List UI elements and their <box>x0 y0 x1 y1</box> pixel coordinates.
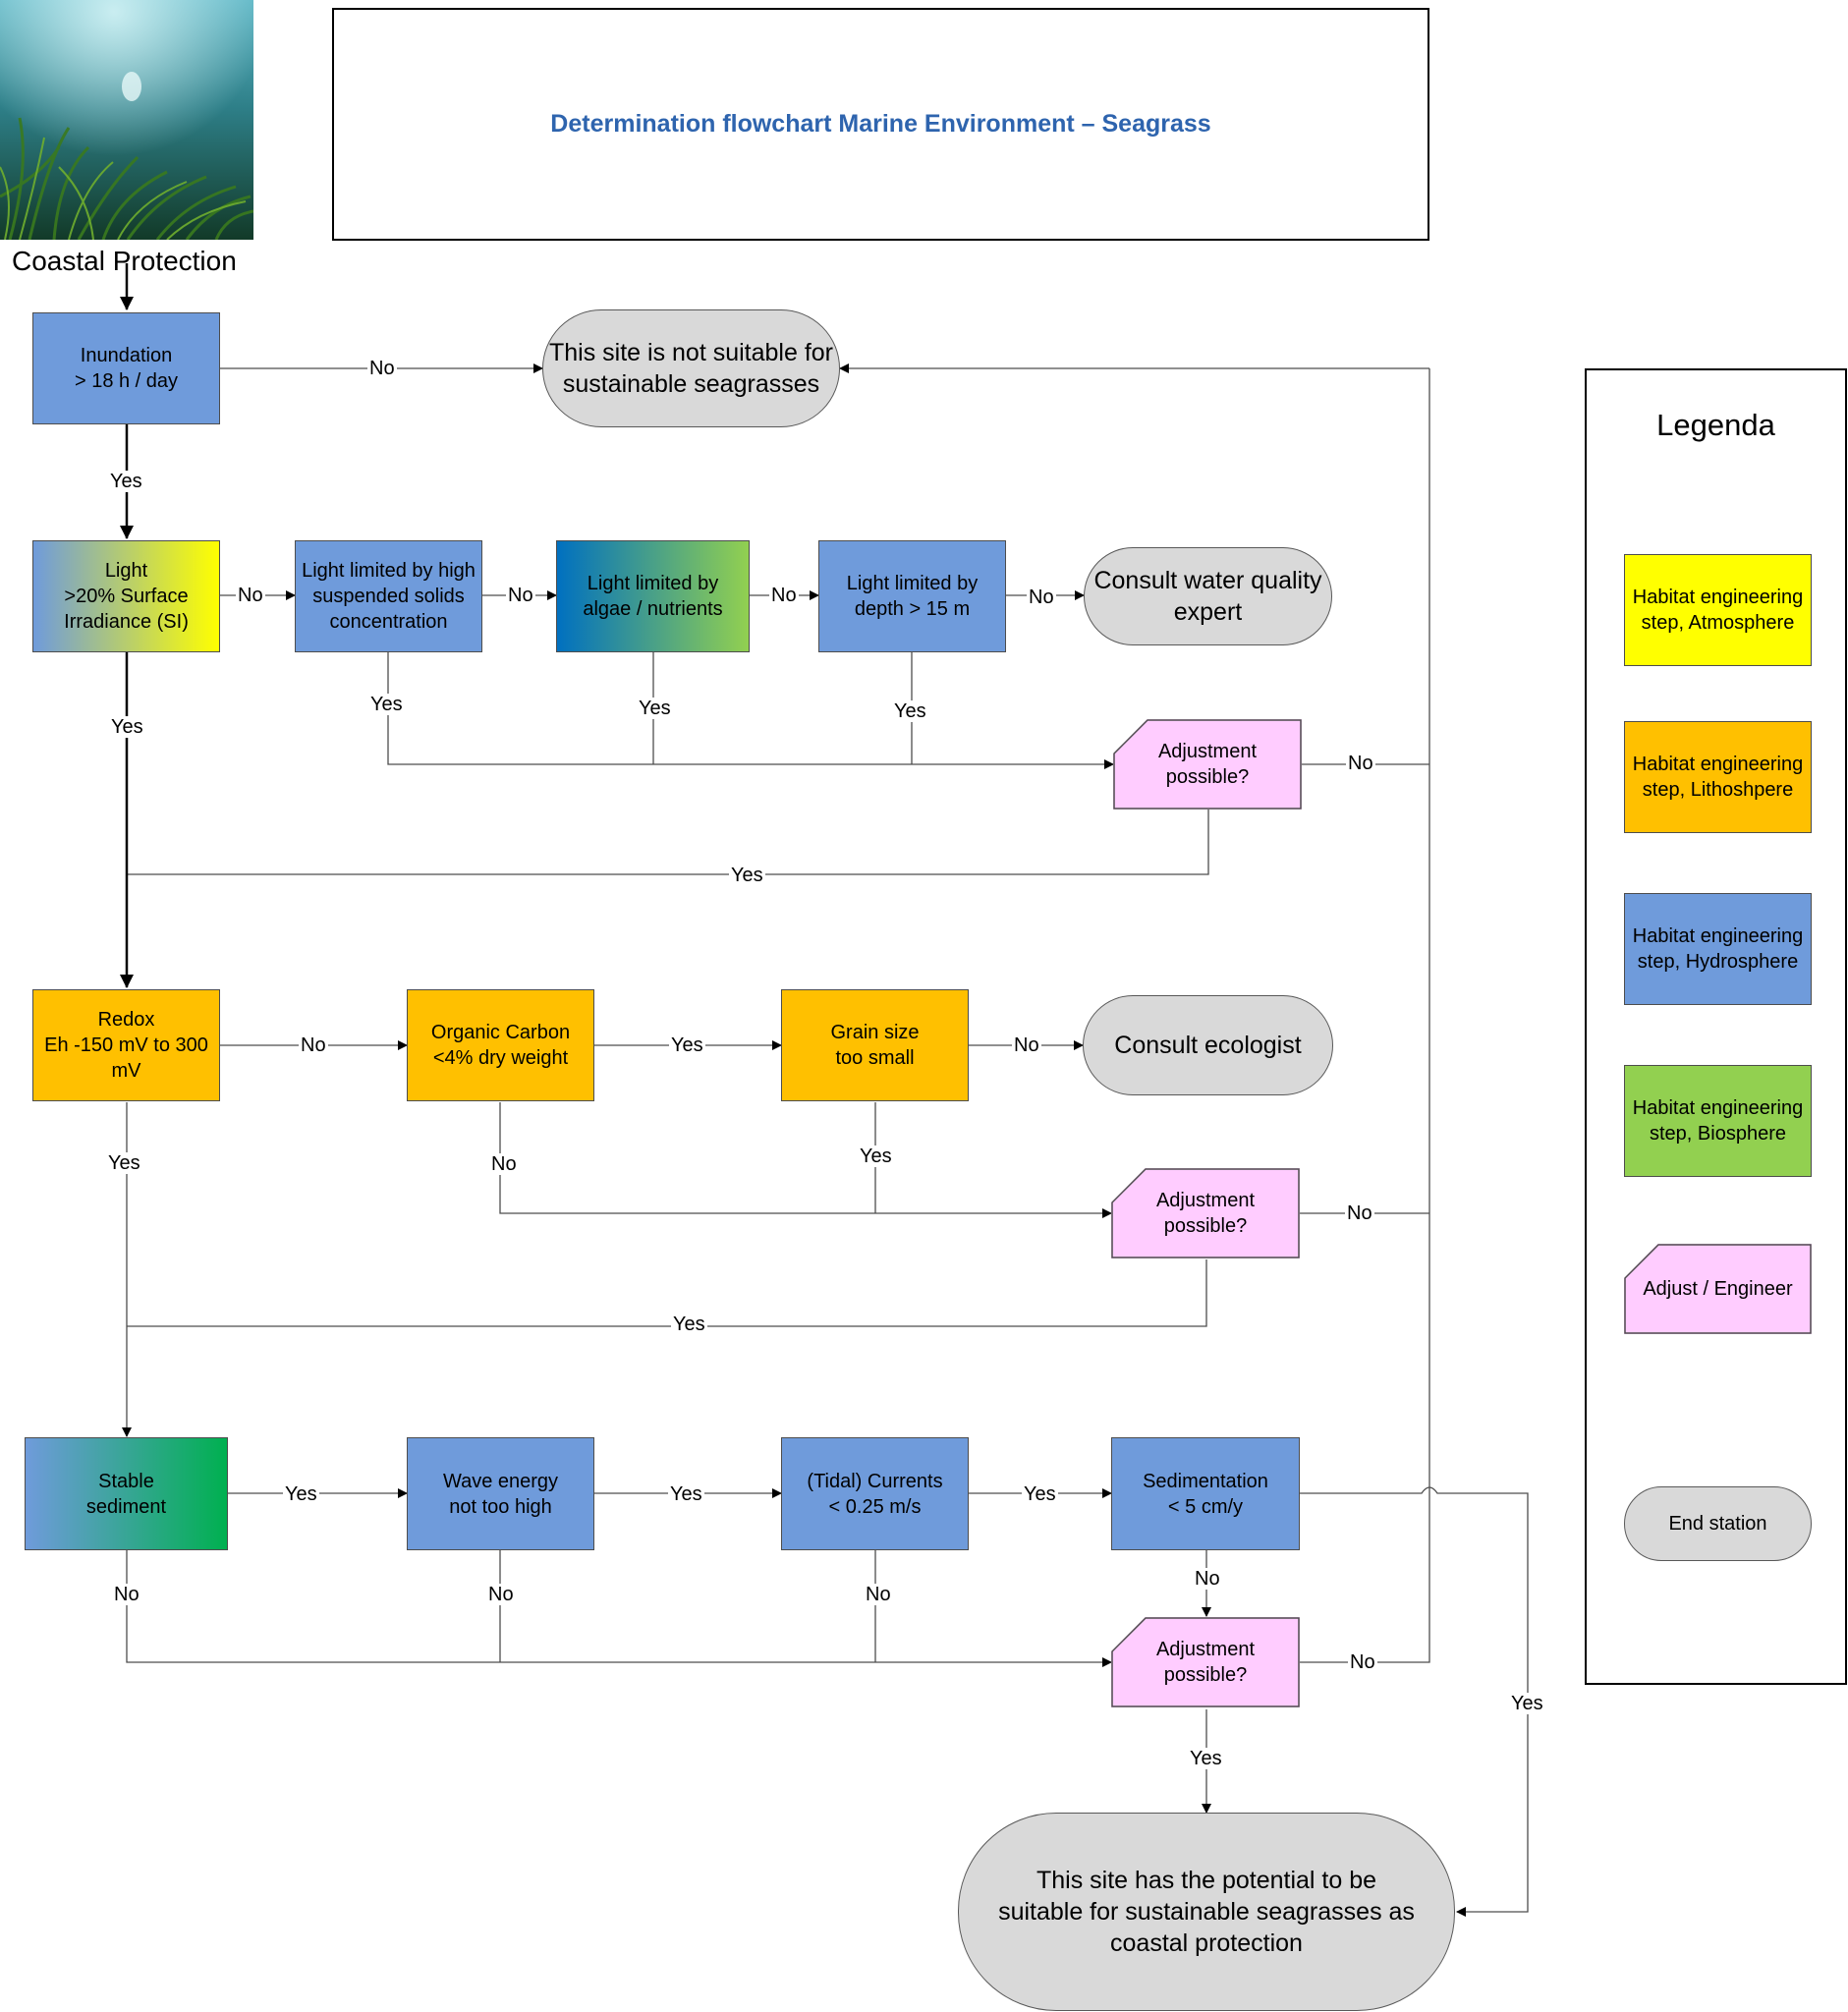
consult-ecologist-end: Consult ecologist <box>1083 995 1333 1095</box>
light-step: Light >20% Surface Irradiance (SI) <box>32 540 220 652</box>
sedimentation-step: Sedimentation < 5 cm/y <box>1111 1437 1300 1550</box>
adjustment-2-outline <box>1111 1168 1300 1258</box>
edge-label-yes: Yes <box>108 471 144 492</box>
edge-label-no: No <box>1345 1202 1374 1224</box>
edge-label-yes: Yes <box>671 1313 707 1335</box>
legend-adjust-label: Adjust / Engineer <box>1624 1244 1812 1334</box>
edge-label-no: No <box>489 1153 519 1175</box>
edge-label-yes: Yes <box>109 716 145 738</box>
adjustment-1: Adjustment possible? <box>1113 719 1302 810</box>
edge-label-yes: Yes <box>858 1146 894 1167</box>
inundation-step: Inundation > 18 h / day <box>32 312 220 424</box>
edge-label-yes: Yes <box>729 865 765 886</box>
legend: Legenda Habitat engineering step, Atmosp… <box>1585 368 1847 1685</box>
legend-title: Legenda <box>1656 408 1775 442</box>
edge-label-no: No <box>1348 1651 1377 1673</box>
light-solids-step: Light limited by high suspended solids c… <box>295 540 482 652</box>
legend-adjust-outline <box>1624 1244 1812 1334</box>
edge-label-no: No <box>1012 1034 1041 1056</box>
not-suitable-end: This site is not suitable for sustainabl… <box>542 309 840 427</box>
adjustment-3: Adjustment possible? <box>1111 1617 1300 1707</box>
edge-label-yes: Yes <box>283 1483 319 1505</box>
edge-label-no: No <box>1193 1568 1222 1590</box>
potential-end: This site has the potential to be suitab… <box>958 1813 1455 2011</box>
redox-step: Redox Eh -150 mV to 300 mV <box>32 989 220 1101</box>
legend-adjust: Adjust / Engineer <box>1624 1244 1812 1334</box>
edge-label-yes: Yes <box>106 1152 142 1174</box>
light-algae-step: Light limited by algae / nutrients <box>556 540 750 652</box>
grain-size-step: Grain size too small <box>781 989 969 1101</box>
edge-label-no: No <box>112 1584 141 1605</box>
edge-label-no: No <box>769 585 799 606</box>
edge-label-no: No <box>486 1584 516 1605</box>
edge-label-yes: Yes <box>669 1034 705 1056</box>
adjustment-1-label: Adjustment possible? <box>1113 719 1302 810</box>
legend-biosphere: Habitat engineering step, Biosphere <box>1624 1065 1812 1177</box>
edge-label-yes: Yes <box>637 698 673 719</box>
edge-label-no: No <box>1346 753 1375 774</box>
edge-label-yes: Yes <box>1022 1483 1058 1505</box>
adjustment-3-label: Adjustment possible? <box>1111 1617 1300 1707</box>
organic-carbon-step: Organic Carbon <4% dry weight <box>407 989 594 1101</box>
edge-label-no: No <box>506 585 535 606</box>
tidal-currents-step: (Tidal) Currents < 0.25 m/s <box>781 1437 969 1550</box>
title-box: Determination flowchart Marine Environme… <box>332 8 1429 241</box>
edge-label-no: No <box>864 1584 893 1605</box>
stable-sediment-step: Stable sediment <box>25 1437 228 1550</box>
legend-lithosphere: Habitat engineering step, Lithoshpere <box>1624 721 1812 833</box>
edge-label-no: No <box>367 358 397 379</box>
edge-label-no: No <box>299 1034 328 1056</box>
legend-atmosphere: Habitat engineering step, Atmosphere <box>1624 554 1812 666</box>
edge-label-yes: Yes <box>668 1483 704 1505</box>
adjustment-2-label: Adjustment possible? <box>1111 1168 1300 1258</box>
image-caption: Coastal Protection <box>12 246 237 276</box>
edge-label-yes: Yes <box>1509 1693 1545 1714</box>
edge-label-yes: Yes <box>892 700 928 722</box>
edge-label-yes: Yes <box>1188 1748 1224 1769</box>
edge-label-no: No <box>1027 587 1056 608</box>
adjustment-3-outline <box>1111 1617 1300 1707</box>
legend-end-station: End station <box>1624 1486 1812 1561</box>
light-depth-step: Light limited by depth > 15 m <box>818 540 1006 652</box>
adjustment-2: Adjustment possible? <box>1111 1168 1300 1258</box>
legend-hydrosphere: Habitat engineering step, Hydrosphere <box>1624 893 1812 1005</box>
edge-label-yes: Yes <box>368 694 405 715</box>
edge-label-no: No <box>236 585 265 606</box>
adjustment-1-outline <box>1113 719 1302 810</box>
wave-energy-step: Wave energy not too high <box>407 1437 594 1550</box>
consult-water-end: Consult water quality expert <box>1084 547 1332 645</box>
page-title: Determination flowchart Marine Environme… <box>550 110 1211 138</box>
seagrass-photo <box>0 0 253 240</box>
